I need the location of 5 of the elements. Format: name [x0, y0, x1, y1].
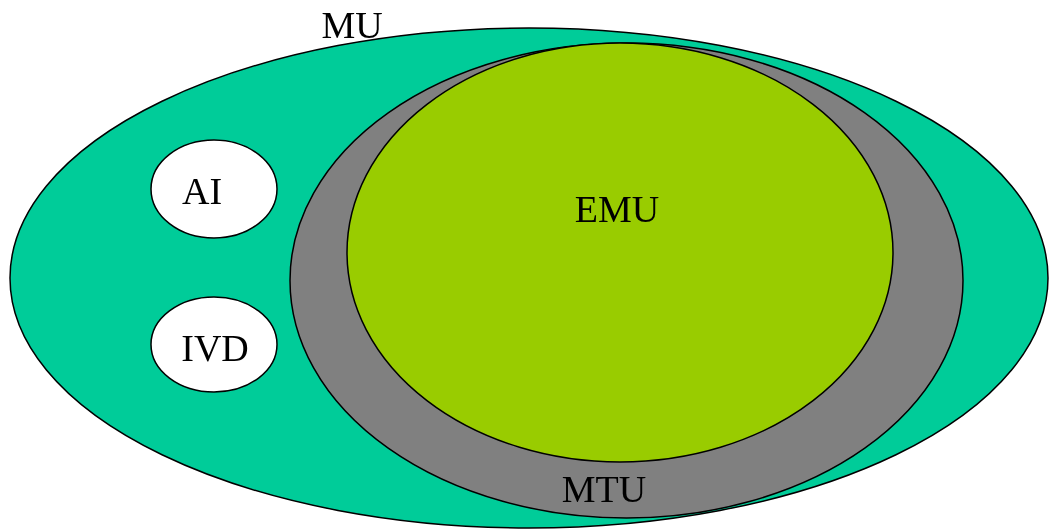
set-label: IVD	[181, 329, 249, 367]
set-label: MU	[321, 6, 383, 44]
set-label: EMU	[574, 190, 660, 228]
set-label: AI	[181, 172, 223, 210]
set-label: MTU	[561, 470, 647, 508]
